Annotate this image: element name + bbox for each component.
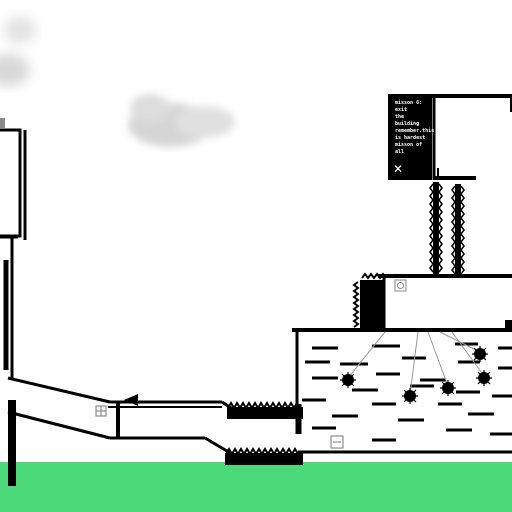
left-tower (0, 128, 27, 380)
close-icon[interactable]: ✕ (393, 162, 404, 176)
edge-block (505, 320, 512, 330)
ground (0, 462, 512, 512)
gear-icon[interactable] (95, 405, 107, 417)
cloud-left (0, 16, 36, 86)
gear-icon-ledge[interactable] (394, 279, 407, 292)
spike-pillar-right (451, 184, 465, 276)
door-icon[interactable] (330, 435, 344, 449)
spike-block (352, 272, 387, 328)
mission-panel: misson 6: exit the building remember.thi… (388, 94, 435, 180)
left-tower-cap (0, 118, 5, 128)
building-interior (302, 342, 512, 442)
spike-strip-upper (227, 400, 303, 419)
arrow-icon (124, 394, 138, 406)
mission-text: misson 6: exit the building remember.thi… (395, 100, 435, 155)
left-tower-base (8, 400, 16, 486)
ramp-upper (7, 376, 241, 416)
cloud-center (128, 94, 235, 147)
spike-strip-lower (225, 447, 303, 465)
ramp-pillar (116, 402, 120, 438)
swinging-hazards (340, 331, 492, 404)
spike-pillar-left (429, 182, 443, 276)
building-main (292, 328, 512, 454)
